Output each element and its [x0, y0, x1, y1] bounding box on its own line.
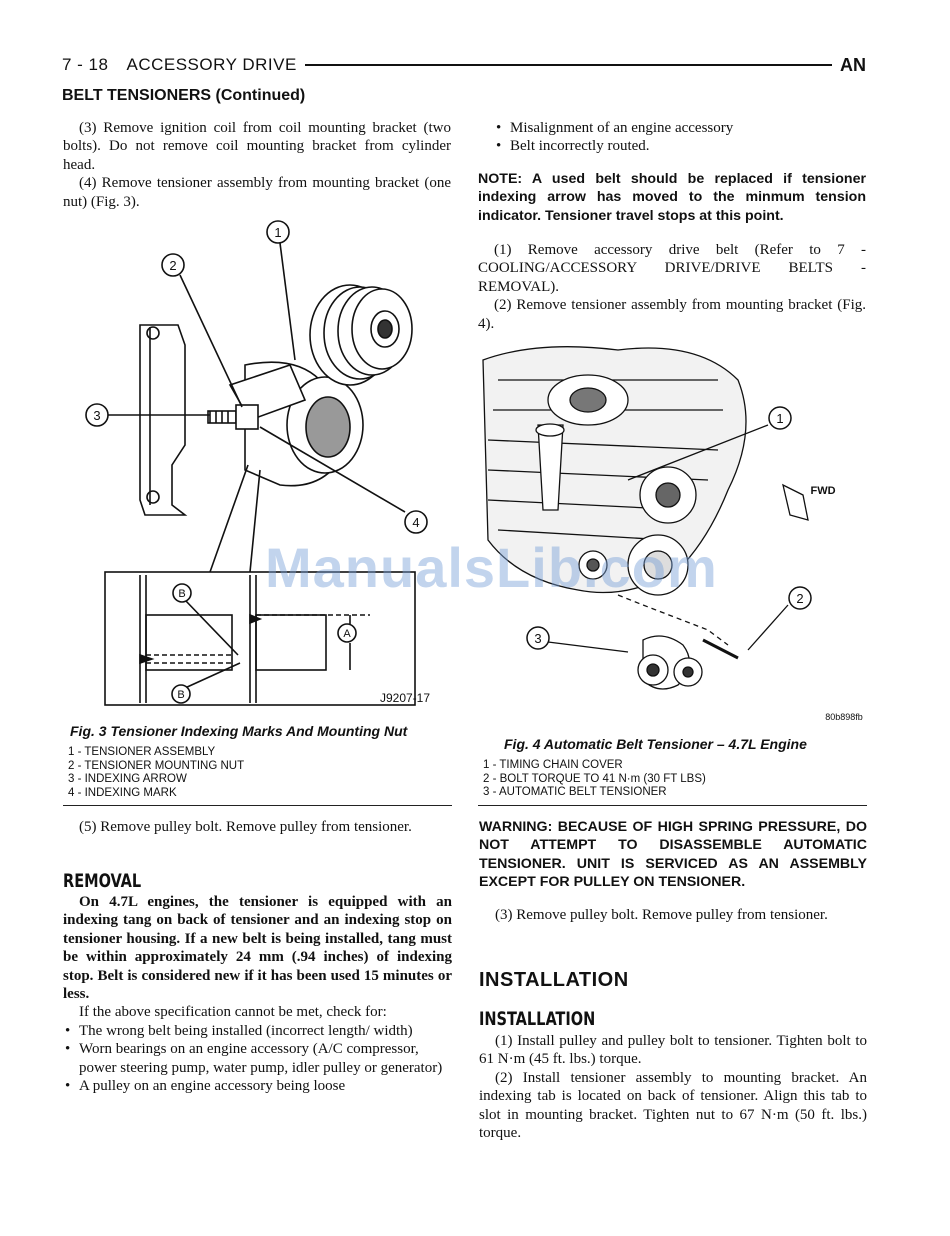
note-used-belt: NOTE: A used belt should be replaced if … [478, 171, 866, 224]
removal-spec-paragraph: On 4.7L engines, the tensioner is equipp… [63, 894, 452, 1003]
check-item: A pulley on an engine accessory being lo… [63, 1077, 452, 1096]
right-top-text: Misalignment of an engine accessory Belt… [478, 119, 866, 156]
installation-text: (1) Install pulley and pulley bolt to te… [479, 1032, 867, 1142]
check-item: Worn bearings on an engine accessory (A/… [63, 1040, 452, 1077]
fig3-callout-3: 3 [93, 408, 100, 423]
fig4-legend-item: 3 - AUTOMATIC BELT TENSIONER [483, 786, 667, 799]
fig4-callout-3: 3 [534, 631, 541, 646]
check-item: The wrong belt being installed (incorrec… [63, 1022, 452, 1041]
fig4-fwd-label: FWD [810, 485, 835, 497]
fig3-legend-item: 4 - INDEXING MARK [68, 786, 177, 799]
install-step-1: (1) Install pulley and pulley bolt to te… [479, 1033, 867, 1068]
check-item: Belt incorrectly routed. [494, 137, 866, 156]
right-step-3: (3) Remove pulley bolt. Remove pulley fr… [479, 906, 867, 924]
fig3-divider [63, 805, 452, 806]
check-item: Misalignment of an engine accessory [494, 119, 866, 138]
install-step-2: (2) Install tensioner assembly to mounti… [479, 1069, 867, 1142]
fig4-illustration: 1 2 3 FWD 80b898fb [482, 346, 863, 722]
step-4-remove-tensioner: (4) Remove tensioner assembly from mount… [63, 175, 451, 210]
fig3-callout-a: A [343, 628, 351, 640]
fig3-illustration: 1 2 3 4 A B B J9207-17 [85, 220, 430, 706]
fig3-callout-b-top: B [178, 588, 185, 600]
fig3-legend-item: 3 - INDEXING ARROW [68, 773, 187, 786]
fig4-divider [478, 805, 867, 806]
fig4-legend: 1 - TIMING CHAIN COVER 2 - BOLT TORQUE T… [483, 759, 706, 800]
fig3-legend-item: 2 - TENSIONER MOUNTING NUT [68, 759, 245, 772]
fig3-callout-2: 2 [169, 258, 176, 273]
section-title: BELT TENSIONERS (Continued) [62, 87, 306, 104]
fig4-callout-2: 2 [796, 591, 803, 606]
header-model: AN [840, 54, 866, 75]
step-5-remove-pulley: (5) Remove pulley bolt. Remove pulley fr… [79, 819, 412, 835]
fig3-callout-1: 1 [274, 225, 281, 240]
removal-heading: REMOVAL [63, 870, 142, 892]
header-section: ACCESSORY DRIVE [126, 55, 297, 74]
fig3-legend: 1 - TENSIONER ASSEMBLY 2 - TENSIONER MOU… [68, 746, 244, 800]
step-2-remove-tensioner: (2) Remove tensioner assembly from mount… [478, 297, 866, 332]
removal-text: On 4.7L engines, the tensioner is equipp… [63, 893, 452, 1096]
fig4-legend-item: 1 - TIMING CHAIN COVER [483, 759, 623, 771]
fig4-caption: Fig. 4 Automatic Belt Tensioner – 4.7L E… [504, 736, 807, 752]
left-top-text: (3) Remove ignition coil from coil mount… [63, 119, 451, 211]
fig3-callout-b-bottom: B [177, 689, 184, 701]
fig4-callout-1: 1 [776, 411, 783, 426]
fig3-legend-item: 1 - TENSIONER ASSEMBLY [68, 746, 216, 758]
fig3-callout-4: 4 [412, 515, 419, 530]
right-steps: (1) Remove accessory drive belt (Refer t… [478, 241, 866, 333]
left-bottom-text: (5) Remove pulley bolt. Remove pulley fr… [63, 818, 452, 836]
header-rule [304, 64, 832, 66]
step-3-remove-coil: (3) Remove ignition coil from coil mount… [63, 120, 451, 173]
step-1-remove-belt: (1) Remove accessory drive belt (Refer t… [478, 242, 866, 295]
installation-subheading: INSTALLATION [479, 1008, 596, 1030]
fig4-legend-item: 2 - BOLT TORQUE TO 41 N·m (30 FT LBS) [483, 772, 706, 785]
fig3-code: J9207-17 [380, 691, 430, 705]
warning-spring-pressure: WARNING: BECAUSE OF HIGH SPRING PRESSURE… [479, 819, 867, 891]
page-number: 7 - 18 [62, 55, 109, 74]
watermark: ManualsLib.com [265, 536, 718, 599]
step-3-remove-pulley: (3) Remove pulley bolt. Remove pulley fr… [495, 907, 828, 923]
fig4-code: 80b898fb [825, 712, 863, 722]
installation-main-heading: INSTALLATION [479, 969, 629, 991]
fig3-caption: Fig. 3 Tensioner Indexing Marks And Moun… [70, 723, 408, 739]
page-header: 7 - 18 ACCESSORY DRIVE AN [62, 54, 866, 76]
removal-check-intro: If the above specification cannot be met… [79, 1004, 387, 1021]
